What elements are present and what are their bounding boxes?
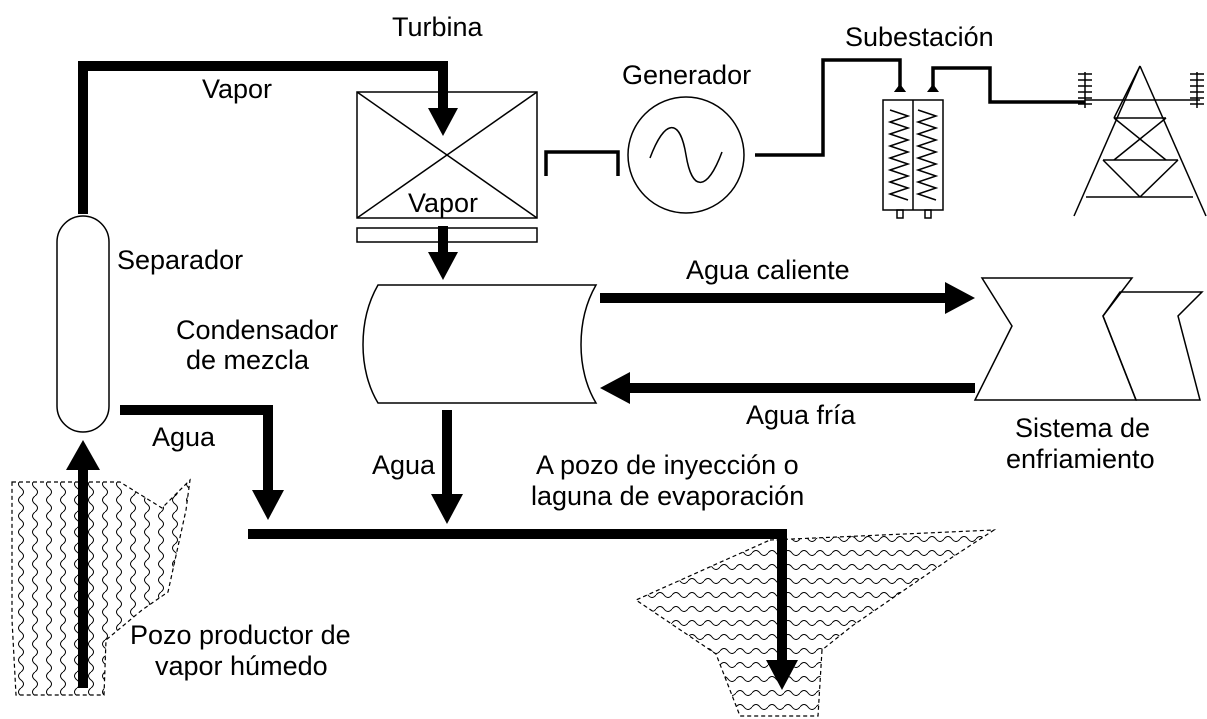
transmission-tower [1073, 65, 1207, 217]
condenser-label-line2: de mezcla [186, 345, 310, 375]
separator-water-label: Agua [152, 422, 216, 452]
cold-water-label: Agua fría [746, 400, 857, 430]
condenser-shell [362, 284, 598, 404]
generator [627, 96, 745, 214]
injection-pond [634, 529, 997, 717]
steam-label-turbine: Vapor [408, 188, 478, 218]
well-label-line1: Pozo productor de [130, 620, 351, 650]
cooling-system-label-line2: enfriamiento [1006, 444, 1155, 474]
separator-water-pipe [120, 405, 284, 520]
hot-water-label: Agua caliente [686, 255, 850, 285]
generator-label: Generador [622, 60, 751, 90]
generator-to-substation-wire [755, 58, 902, 157]
condenser-water-arrow [431, 410, 463, 524]
production-well [11, 478, 191, 696]
shaft-coupling [544, 150, 620, 176]
injection-label-line2: laguna de evaporación [531, 481, 804, 511]
condenser-water-label: Agua [372, 450, 436, 480]
substation-label: Subestación [845, 22, 994, 52]
steam-pipe-to-turbine [78, 61, 458, 214]
turbine-box [356, 91, 538, 219]
separator-label: Separador [117, 245, 243, 275]
steam-label-top: Vapor [202, 74, 272, 104]
cooling-tower-back [1102, 291, 1204, 401]
steam-to-condenser-arrow [428, 226, 458, 280]
mixing-condenser [362, 284, 598, 404]
cold-water-arrow [600, 372, 975, 404]
condenser-label-line1: Condensador [176, 315, 338, 345]
substation-transformer [882, 84, 944, 219]
generator-circle [627, 96, 745, 214]
well-label-line2: vapor húmedo [155, 651, 328, 681]
injection-label-line1: A pozo de inyección o [536, 450, 799, 480]
cooling-system [973, 277, 1204, 401]
steam-up-arrow [66, 440, 100, 688]
substation-to-tower-wire [931, 66, 1085, 104]
cooling-system-label-line1: Sistema de [1015, 413, 1150, 443]
well-reservoir-shape [11, 478, 191, 696]
sine-wave-icon [649, 126, 723, 184]
turbine-label: Turbina [392, 12, 484, 42]
hot-water-arrow [600, 282, 975, 314]
separator-vessel [56, 215, 110, 433]
